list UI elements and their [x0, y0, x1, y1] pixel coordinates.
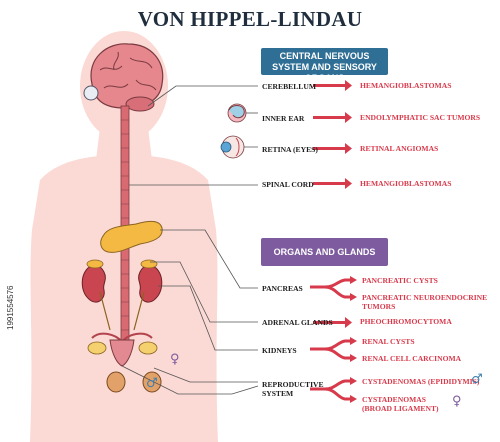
female-icon: ♀: [452, 394, 462, 409]
organs-section-box: ORGANS AND GLANDS: [261, 238, 388, 266]
condition-broad-ligament-2: (BROAD LIGAMENT): [362, 404, 439, 413]
condition-arrows: [310, 80, 357, 403]
condition-cerebellum: HEMANGIOBLASTOMAS: [360, 81, 452, 90]
condition-adrenal: PHEOCHROMOCYTOMA: [360, 317, 452, 326]
condition-renal-carcinoma: RENAL CELL CARCINOMA: [362, 354, 462, 363]
label-kidneys: KIDNEYS: [262, 346, 297, 355]
condition-retina: RETINAL ANGIOMAS: [360, 144, 439, 153]
label-spinal-cord: SPINAL CORD: [262, 180, 314, 189]
eye-icon: [220, 135, 245, 159]
male-icon: ♂: [471, 372, 483, 387]
watermark-id: 1991554576: [6, 285, 15, 331]
uterus-illustration: [87, 332, 158, 367]
condition-pancreatic-net-2: TUMORS: [362, 302, 396, 311]
condition-epididymis: CYSTADENOMAS (EPIDIDYMIS): [362, 377, 480, 386]
label-adrenal-glands: ADRENAL GLANDS: [262, 318, 333, 327]
page-title: VON HIPPEL-LINDAU: [137, 7, 363, 31]
label-reproductive: REPRODUCTIVE: [262, 380, 324, 389]
condition-spinal-cord: HEMANGIOBLASTOMAS: [360, 179, 452, 188]
label-reproductive-2: SYSTEM: [262, 389, 294, 398]
label-cerebellum: CEREBELLUM: [262, 82, 317, 91]
brain-illustration: [83, 43, 164, 112]
condition-renal-cysts: RENAL CYSTS: [362, 337, 415, 346]
kidneys-illustration: [81, 259, 163, 331]
label-retina: RETINA (EYES): [262, 145, 318, 154]
condition-pancreatic-cysts: PANCREATIC CYSTS: [362, 276, 438, 285]
label-inner-ear: INNER EAR: [262, 114, 305, 123]
condition-inner-ear: ENDOLYMPHATIC SAC TUMORS: [360, 113, 481, 122]
female-icon-body: ♀: [170, 352, 180, 367]
leader-lines: [121, 85, 259, 395]
testes-illustration: [106, 371, 162, 393]
pancreas-illustration: [100, 220, 163, 253]
label-pancreas: PANCREAS: [262, 284, 303, 293]
condition-pancreatic-net: PANCREATIC NEUROENDOCRINE: [362, 293, 488, 302]
male-icon-body: ♂: [146, 376, 158, 391]
condition-broad-ligament: CYSTADENOMAS: [362, 395, 426, 404]
inner-ear-icon: [227, 103, 247, 123]
cns-section-box: CENTRAL NERVOUS SYSTEM AND SENSORY ORGAN…: [261, 48, 388, 83]
